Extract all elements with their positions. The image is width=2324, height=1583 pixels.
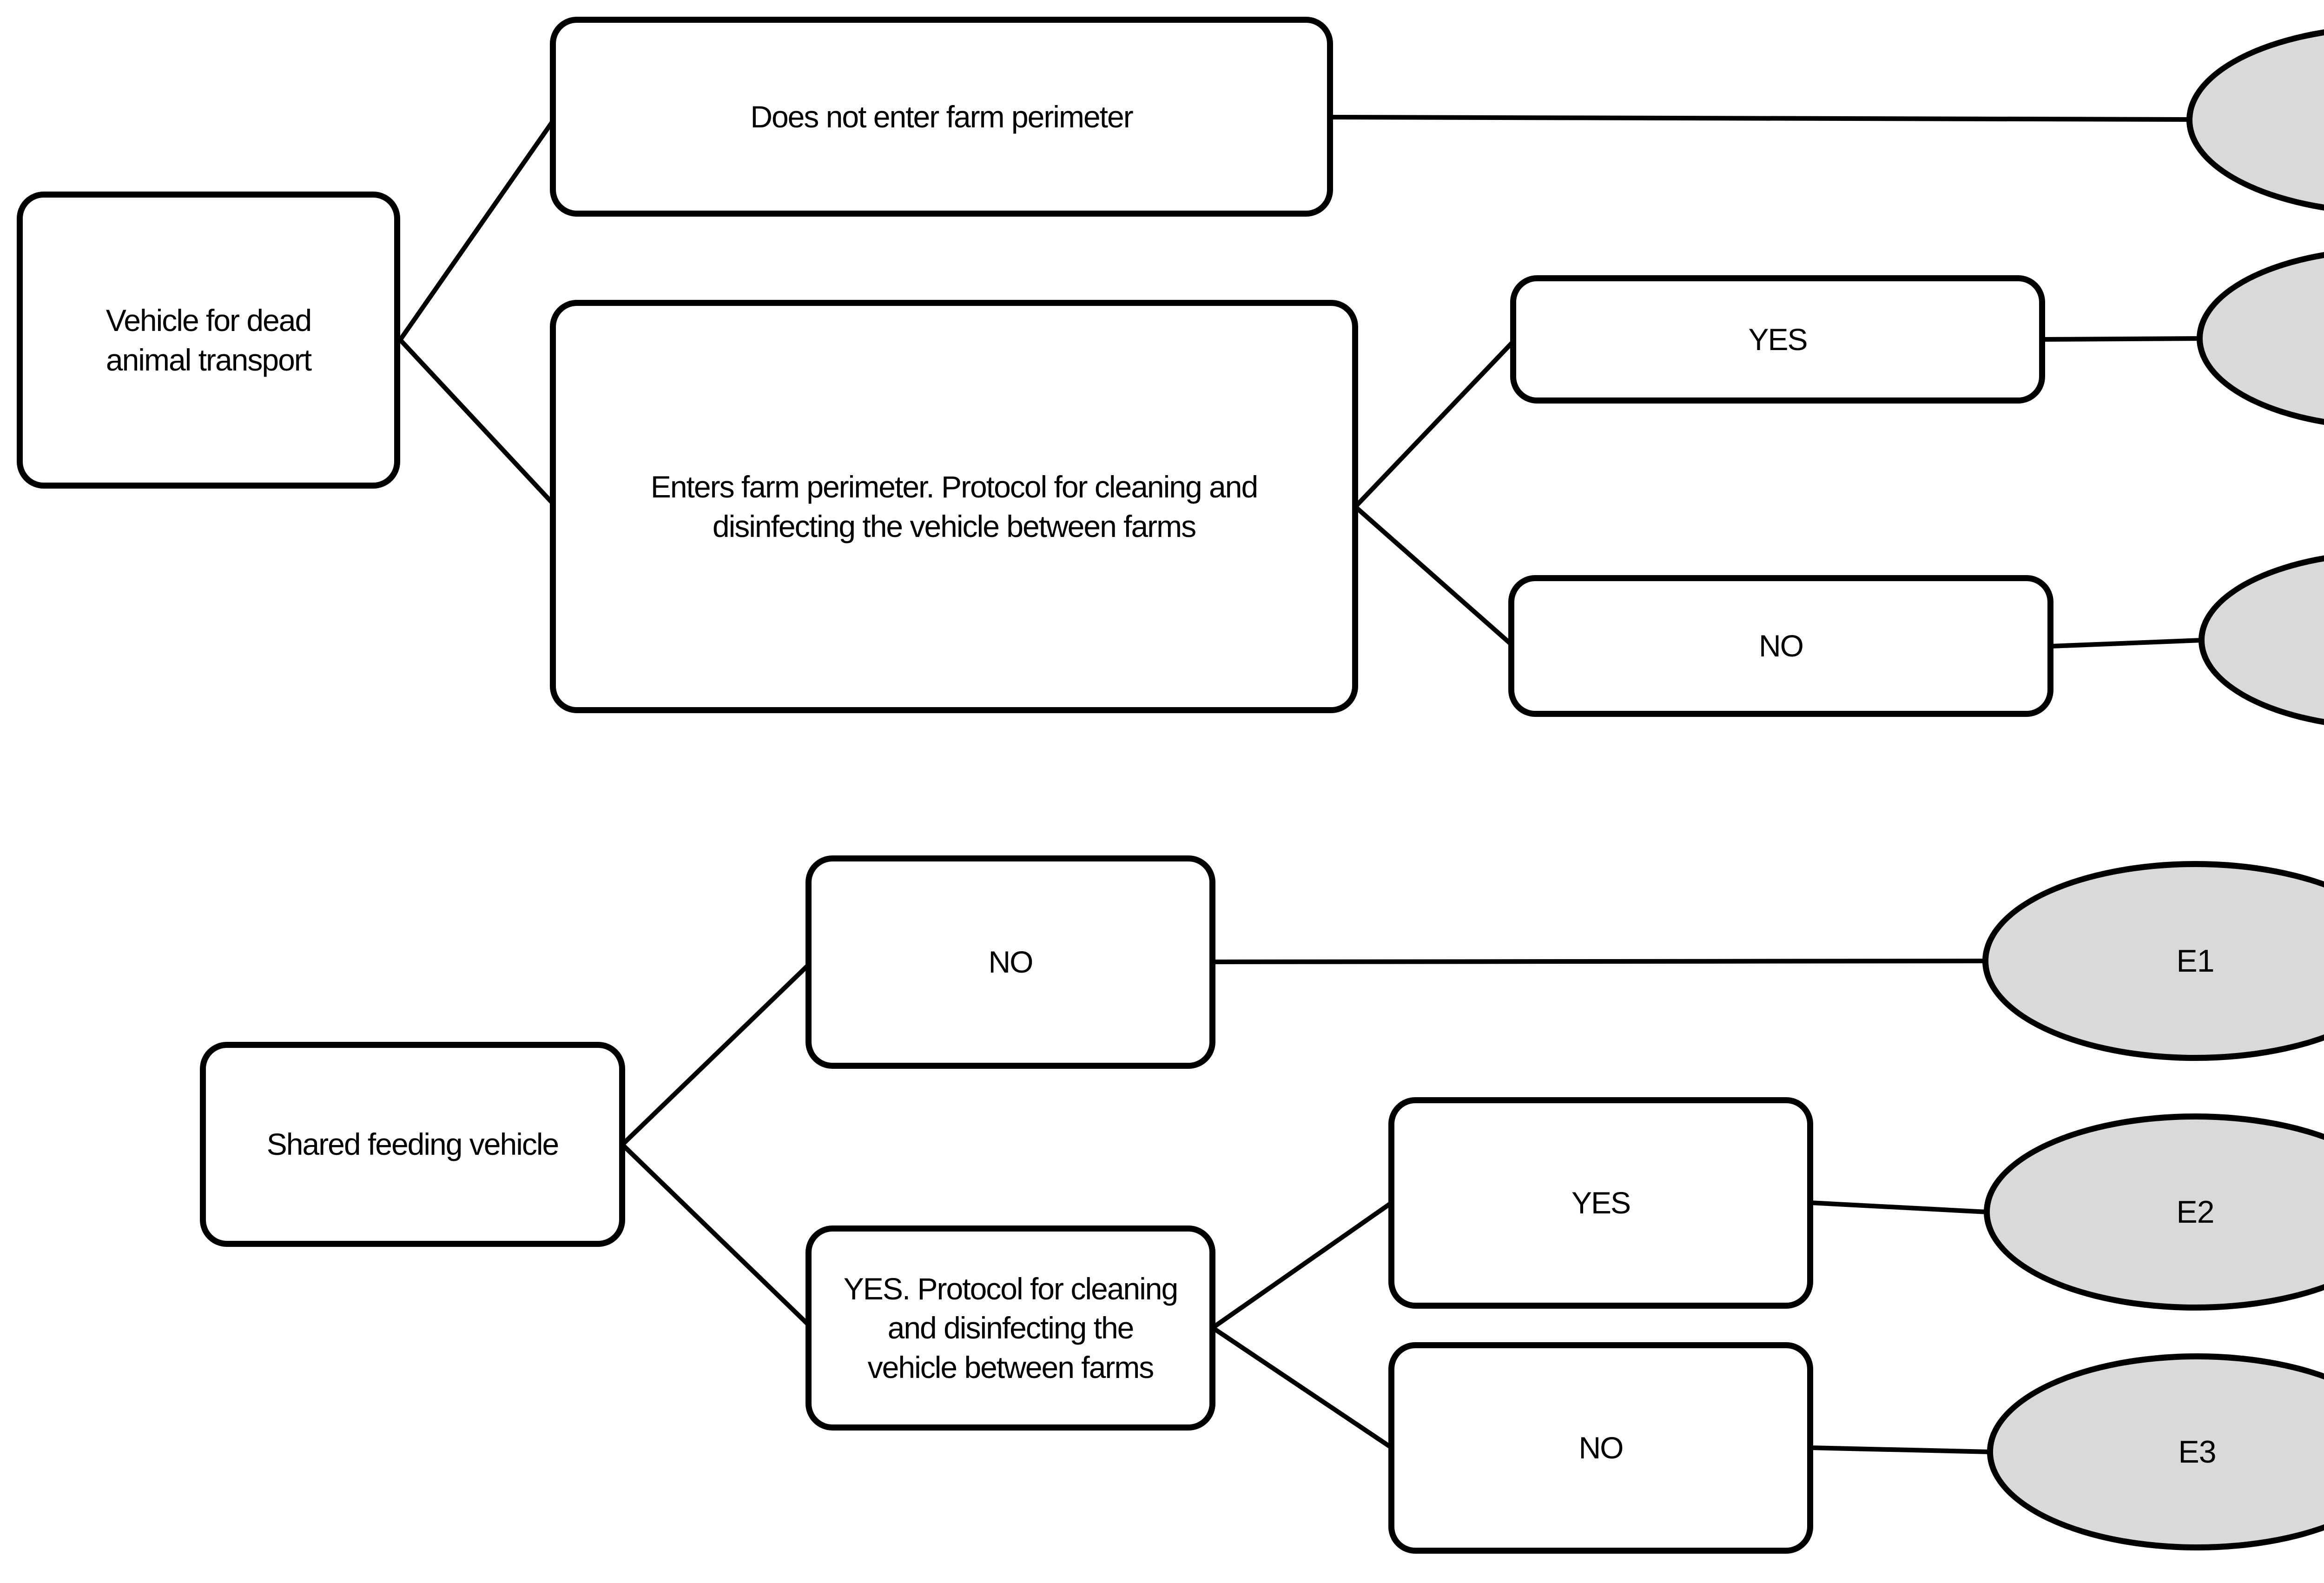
terminal-e3-bottom: E3 [1987,1353,2324,1550]
node-does-not-enter-perimeter: Does not enter farm perimeter [550,17,1333,217]
node-shared-feeding-root: Shared feeding vehicle [200,1042,625,1247]
node-protocol-yes-top: YES [1510,275,2045,404]
node-enters-perimeter-protocol: Enters farm perimeter. Protocol for clea… [550,300,1358,713]
node-protocol-yes-bottom: YES [1388,1097,1813,1309]
node-shared-no: NO [805,855,1215,1069]
terminal-e2-bottom: E2 [1984,1113,2324,1311]
node-dead-animal-transport-root: Vehicle for dead animal transport [17,192,400,489]
node-protocol-no-bottom: NO [1388,1342,1813,1554]
node-protocol-no-top: NO [1508,575,2053,717]
node-shared-yes-protocol: YES. Protocol for cleaning and disinfect… [805,1225,1215,1431]
